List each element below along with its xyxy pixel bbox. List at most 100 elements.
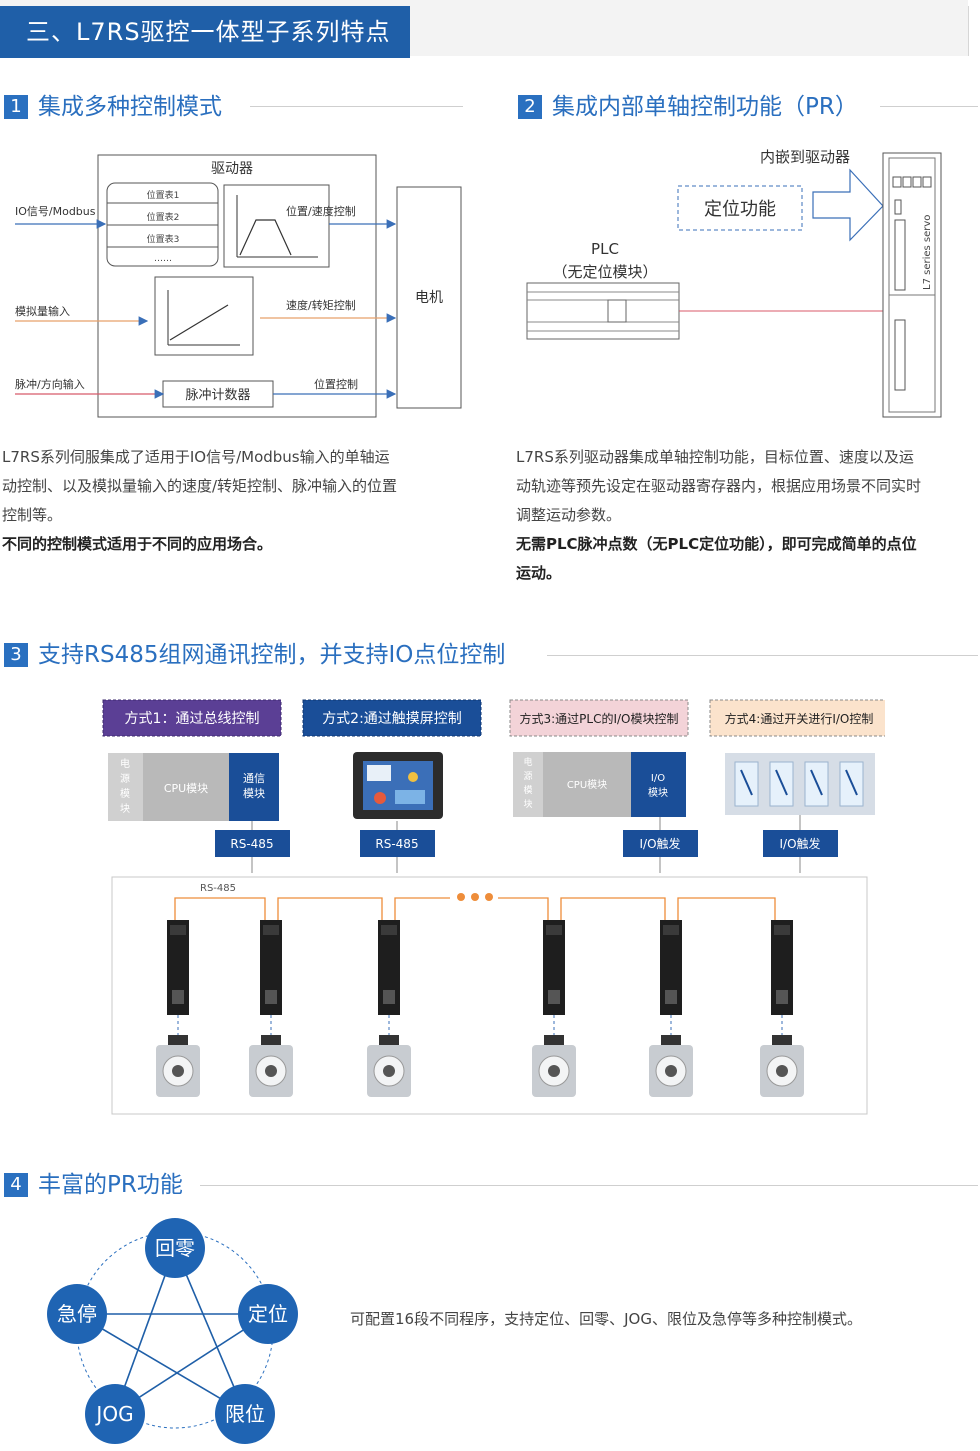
servo-drive xyxy=(882,152,942,418)
svg-text:电: 电 xyxy=(120,757,130,770)
svg-text:I/O触发: I/O触发 xyxy=(639,836,680,851)
svg-text:块: 块 xyxy=(120,803,130,815)
section-2-line-1: L7RS系列驱动器集成单轴控制功能，目标位置、速度以及运 xyxy=(516,448,914,466)
svg-text:电: 电 xyxy=(523,756,532,768)
pos-speed-label: 位置/速度控制 xyxy=(286,204,356,218)
pos-ctrl-label: 位置控制 xyxy=(314,377,358,391)
profile-box xyxy=(223,184,330,268)
motor-label: 电机 xyxy=(415,290,443,306)
plc-label: PLC xyxy=(591,240,619,258)
section-2-bold-line-2: 运动。 xyxy=(516,564,562,582)
pr-node-emergency-stop: 急停 xyxy=(47,1284,107,1344)
cpu-module-1-label: CPU模块 xyxy=(164,782,208,795)
mode-1-label: 方式1：通过总线控制 xyxy=(125,711,260,727)
network-diagram: 方式1：通过总线控制 方式2:通过触摸屏控制 方式3:通过PLC的I/O模块控制… xyxy=(102,699,885,1115)
svg-text:块: 块 xyxy=(523,798,532,810)
control-modes-diagram: 驱动器 电机 位置表1 位置表2 位置表3 …… 脉冲计数器 IO信号/Modb… xyxy=(15,154,462,418)
section-divider-2 xyxy=(880,106,978,107)
trapezoid-profile xyxy=(239,219,292,256)
mode-2-box xyxy=(302,699,482,737)
positioning-function-label: 定位功能 xyxy=(704,199,776,220)
embed-label: 内嵌到驱动器 xyxy=(760,148,850,166)
motor-box xyxy=(396,186,462,409)
io-module xyxy=(631,752,686,817)
mode-3-label: 方式3:通过PLC的I/O模块控制 xyxy=(519,711,678,726)
power-module-3 xyxy=(513,752,543,817)
power-module-1 xyxy=(108,753,143,821)
rs485-bus xyxy=(174,897,776,923)
svg-text:源: 源 xyxy=(120,772,130,785)
badge-rs485-2 xyxy=(360,830,435,857)
svg-text:RS-485: RS-485 xyxy=(375,837,418,851)
section-divider-4 xyxy=(200,1185,978,1186)
badge-io-2 xyxy=(763,830,838,857)
svg-text:模: 模 xyxy=(120,788,130,800)
svg-text:模块: 模块 xyxy=(648,787,668,799)
section-2-bold-line-1: 无需PLC脉冲点数（无PLC定位功能），即可完成简单的点位 xyxy=(516,535,917,553)
mode-2-label: 方式2:通过触摸屏控制 xyxy=(322,711,462,727)
position-table-1: 位置表1 xyxy=(147,189,180,201)
section-title-2: 集成内部单轴控制功能（PR） xyxy=(552,94,858,120)
mode-4-label: 方式4:通过开关进行I/O控制 xyxy=(725,711,874,726)
pr-node-homing: 回零 xyxy=(145,1218,205,1278)
pulse-input-label: 脉冲/方向输入 xyxy=(15,377,85,391)
section-2-line-2: 动轨迹等预先设定在驱动器寄存器内，根据应用场景不同实时 xyxy=(516,477,922,495)
section-divider-1 xyxy=(250,106,463,107)
cpu-module-3 xyxy=(543,752,631,817)
section-number-3: 3 xyxy=(4,643,28,667)
mode-4-box xyxy=(709,699,885,737)
switches xyxy=(734,761,864,807)
section-2-description: L7RS系列驱动器集成单轴控制功能，目标位置、速度以及运 动轨迹等预先设定在驱动… xyxy=(516,443,976,588)
io-input-label: IO信号/Modbus xyxy=(15,205,96,218)
pr-function-diagram: 内嵌到驱动器 定位功能 PLC （无定位模块） L7 series servo xyxy=(526,148,942,418)
section-1-line-1: L7RS系列伺服集成了适用于IO信号/Modbus输入的单轴运 xyxy=(2,448,390,466)
mode-1-box xyxy=(102,699,282,737)
embed-arrow xyxy=(812,168,884,242)
section-divider-3 xyxy=(547,655,978,656)
svg-text:RS-485: RS-485 xyxy=(230,837,273,851)
svg-text:I/O触发: I/O触发 xyxy=(779,836,820,851)
section-number-4: 4 xyxy=(4,1173,28,1197)
driver-box xyxy=(97,154,377,418)
comm-module xyxy=(229,753,279,821)
section-title-4: 丰富的PR功能 xyxy=(38,1172,183,1198)
section-1-line-2: 动控制、以及模拟量输入的速度/转矩控制、脉冲输入的位置 xyxy=(2,477,398,495)
pr-node-jog: JOG xyxy=(85,1384,145,1444)
section-1-line-3: 控制等。 xyxy=(2,506,63,524)
section-1-bold-line: 不同的控制模式适用于不同的应用场合。 xyxy=(2,535,273,553)
pulse-counter-label: 脉冲计数器 xyxy=(185,388,250,403)
speed-torque-label: 速度/转矩控制 xyxy=(286,298,356,312)
mode-3-box xyxy=(509,699,689,737)
position-table-more: …… xyxy=(154,254,172,264)
section-1-description: L7RS系列伺服集成了适用于IO信号/Modbus输入的单轴运 动控制、以及模拟… xyxy=(2,443,472,559)
network-area xyxy=(111,876,868,1115)
section-title-1: 集成多种控制模式 xyxy=(38,94,222,120)
linear-box xyxy=(154,276,254,356)
section-title-3: 支持RS485组网通讯控制，并支持IO点位控制 xyxy=(38,642,506,668)
badge-rs485-1 xyxy=(215,830,290,857)
servo-model-text: L7 series servo xyxy=(922,215,933,290)
driver-label: 驱动器 xyxy=(211,161,253,177)
position-table-3: 位置表3 xyxy=(147,233,180,245)
servo-units xyxy=(156,920,804,1097)
svg-text:源: 源 xyxy=(523,771,532,782)
pr-node-positioning: 定位 xyxy=(238,1284,298,1344)
section-number-1: 1 xyxy=(4,95,28,119)
badge-io-1 xyxy=(623,830,698,857)
position-table-2: 位置表2 xyxy=(147,211,180,223)
svg-text:模: 模 xyxy=(523,785,532,796)
svg-text:通信: 通信 xyxy=(243,772,265,785)
page-title: 三、L7RS驱控一体型子系列特点 xyxy=(0,6,410,58)
section-2-line-3: 调整运动参数。 xyxy=(516,506,622,524)
svg-text:I/O: I/O xyxy=(651,773,665,784)
analog-input-label: 模拟量输入 xyxy=(15,304,70,318)
section-number-2: 2 xyxy=(518,95,542,119)
cpu-module-3-label: CPU模块 xyxy=(567,779,607,791)
plc-sub-label: （无定位模块） xyxy=(552,263,657,281)
pulse-counter-box xyxy=(162,380,274,408)
section-4-description: 可配置16段不同程序，支持定位、回零、JOG、限位及急停等多种控制模式。 xyxy=(350,1310,862,1328)
title-bar-edge xyxy=(968,6,980,56)
cpu-module-1 xyxy=(143,753,229,821)
pr-node-limit: 限位 xyxy=(215,1384,275,1444)
bus-label: RS-485 xyxy=(200,883,236,894)
